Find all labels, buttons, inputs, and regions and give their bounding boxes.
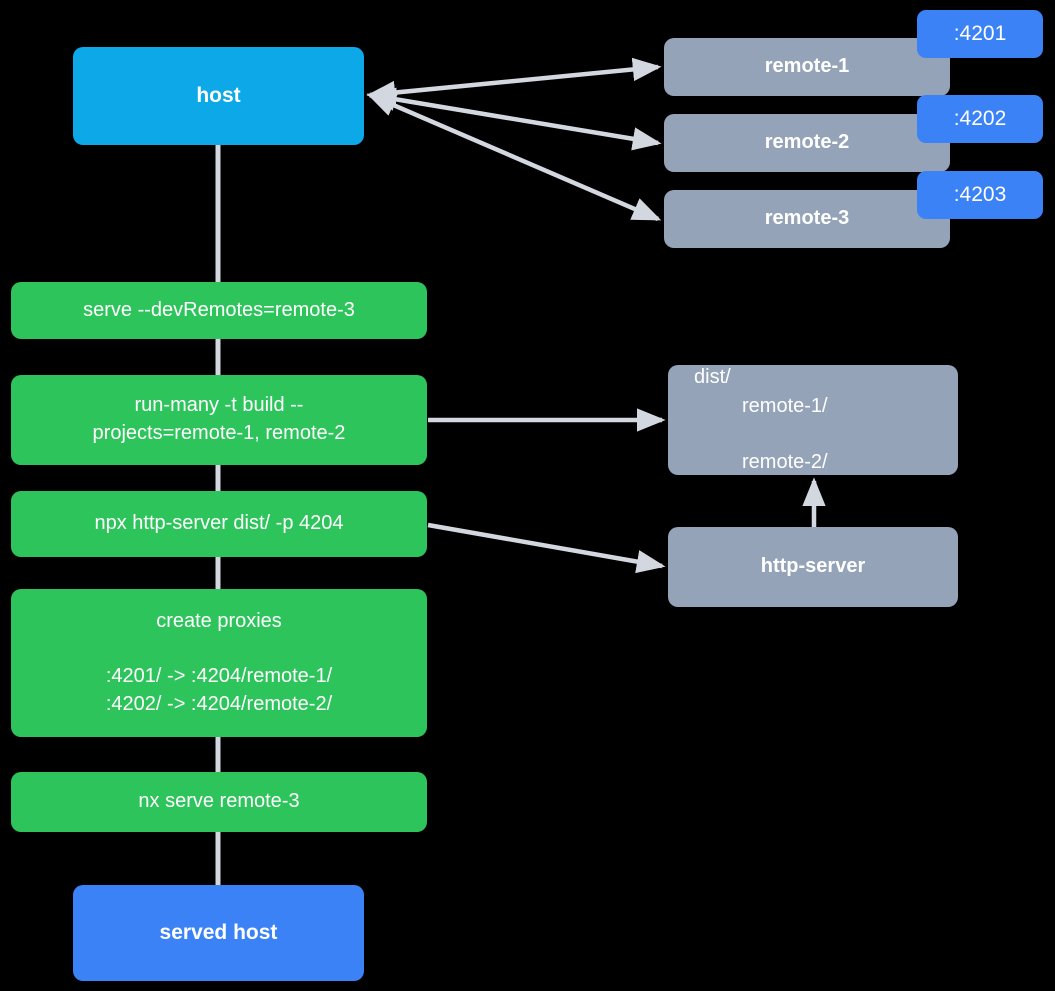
dist-child-remote-1: remote-1/: [742, 394, 828, 417]
node-remote-2[interactable]: remote-2: [664, 114, 950, 172]
dist-child-remote-2: remote-2/: [742, 451, 828, 474]
node-host[interactable]: host: [73, 47, 364, 145]
port-badge-remote-3: :4203: [917, 171, 1043, 219]
port-badge-remote-2: :4202: [917, 95, 1043, 143]
command-run-many-build[interactable]: run-many -t build -- projects=remote-1, …: [11, 375, 427, 465]
node-remote-1[interactable]: remote-1: [664, 38, 950, 96]
node-dist-folder[interactable]: dist/ remote-1/ remote-2/: [668, 365, 958, 475]
command-create-proxies[interactable]: create proxies :4201/ -> :4204/remote-1/…: [11, 589, 427, 737]
dist-root: dist/: [694, 366, 731, 389]
node-remote-3[interactable]: remote-3: [664, 190, 950, 248]
edge-host-remote-2: [366, 87, 662, 151]
edge-host-remote-1: [366, 57, 662, 105]
command-npx-http-server[interactable]: npx http-server dist/ -p 4204: [11, 491, 427, 557]
edge-npx-to-httpserver: [427, 522, 666, 574]
node-served-host[interactable]: served host: [73, 885, 364, 981]
edge-host-remote-3: [366, 92, 662, 222]
node-http-server[interactable]: http-server: [668, 527, 958, 607]
dist-tree: dist/ remote-1/ remote-2/: [668, 335, 958, 505]
command-serve-devremotes[interactable]: serve --devRemotes=remote-3: [11, 282, 427, 339]
port-badge-remote-1: :4201: [917, 10, 1043, 58]
command-nx-serve-remote-3[interactable]: nx serve remote-3: [11, 772, 427, 832]
